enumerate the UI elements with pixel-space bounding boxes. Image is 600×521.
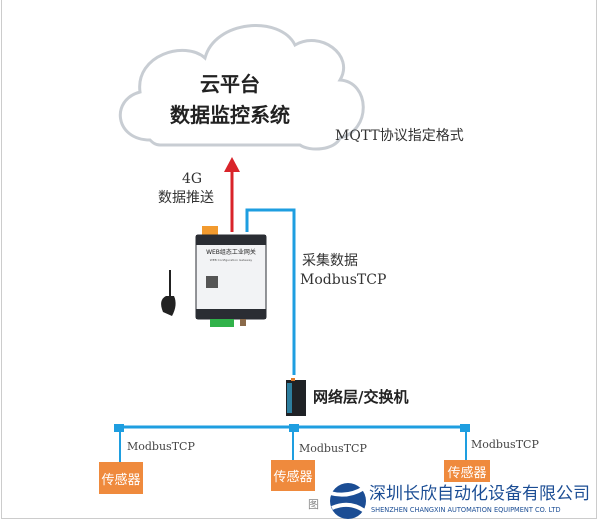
sensor-2: 传感器 [271,460,315,491]
cloud-shape [118,24,365,151]
switch-icon [286,378,306,416]
gateway-device [195,226,267,327]
uplink-label-4g: 4G [182,171,203,187]
collect-protocol: ModbusTCP [300,272,387,288]
bus-node-1 [114,424,124,432]
company-name-cn: 深圳长欣自动化设备有限公司 [369,484,590,504]
bus-node-2 [289,424,299,432]
partial-glyph: 图 [308,498,319,511]
sensor-3: 传感器 [444,460,490,482]
bus-node-3 [460,424,470,432]
sensor-protocol-2: ModbusTCP [299,442,367,455]
collect-label: 采集数据 [302,253,358,269]
switch-label: 网络层/交换机 [313,388,409,406]
company-name-en: SHENZHEN CHANGXIN AUTOMATION EQUIPMENT C… [371,506,561,514]
uplink-arrowhead [224,157,240,172]
company-logo-icon [329,483,368,519]
antenna-icon [161,270,176,316]
sensor-protocol-3: ModbusTCP [471,438,539,451]
gateway-to-switch-line [245,208,296,375]
sensor-protocol-1: ModbusTCP [127,440,195,453]
uplink-label-push: 数据推送 [158,190,214,206]
gateway-subtitle: WEB Configuration Gateway [209,258,253,262]
cloud-subtitle: 数据监控系统 [170,103,290,127]
mqtt-label: MQTT协议指定格式 [335,128,464,144]
gateway-title: WEB组态工业网关 [206,249,256,256]
cloud-title: 云平台 [200,72,260,96]
sensor-1: 传感器 [99,462,143,494]
